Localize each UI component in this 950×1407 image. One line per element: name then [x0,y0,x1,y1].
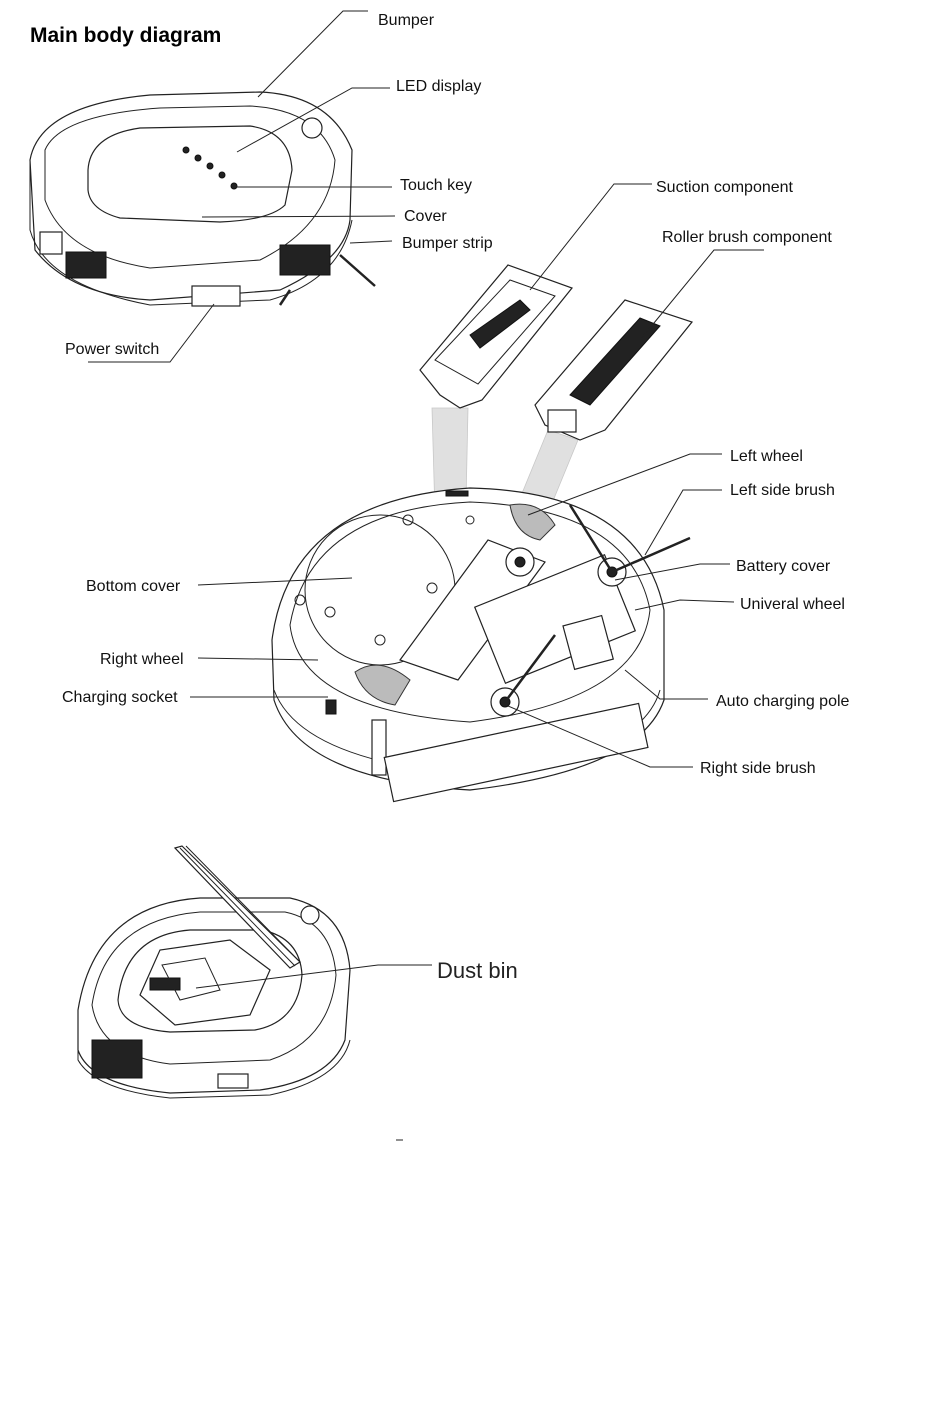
leader-suction [530,184,652,290]
label-led-display: LED display [396,78,481,95]
label-bumper-strip: Bumper strip [402,235,493,252]
label-left-wheel: Left wheel [730,448,803,465]
label-dust-bin: Dust bin [437,958,518,983]
label-auto-charging-pole: Auto charging pole [716,693,850,710]
top-knob [302,118,322,138]
label-touch-key: Touch key [400,177,472,194]
bumper-strip-part [280,245,330,275]
page-title: Main body diagram [30,24,221,47]
label-right-wheel: Right wheel [100,651,184,668]
label-charging-socket: Charging socket [62,689,178,706]
label-universal-wheel: Univeral wheel [740,596,845,613]
label-power-switch: Power switch [65,341,159,358]
label-right-side-brush: Right side brush [700,760,816,777]
side-vent [66,252,106,278]
power-switch-part [192,286,240,306]
front-sensor [40,232,62,254]
dustbin-robot-drawing [78,846,350,1098]
label-bottom-cover: Bottom cover [86,578,181,595]
charging-socket-part [326,700,336,714]
label-battery-cover: Battery cover [736,558,831,575]
label-suction-component: Suction component [656,179,794,196]
top-robot-drawing [30,92,375,306]
label-cover: Cover [404,208,447,225]
touch-key-dot [231,183,237,189]
label-bumper: Bumper [378,12,435,29]
label-roller-brush-component: Roller brush component [662,229,832,246]
bottom-robot-drawing [272,488,690,802]
label-left-side-brush: Left side brush [730,482,835,499]
